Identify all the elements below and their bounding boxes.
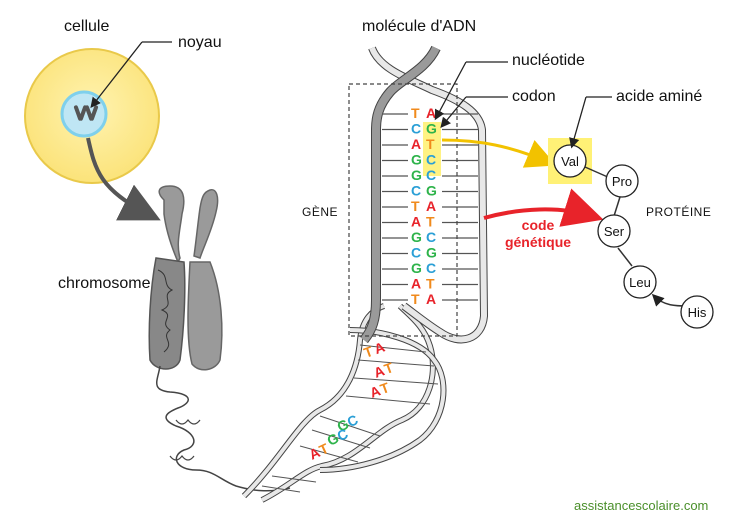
amino-acid-label: acide aminé — [616, 88, 703, 105]
codon-label: codon — [512, 88, 556, 105]
gene-base-right: G — [426, 183, 437, 199]
amino-acid-node — [605, 164, 639, 198]
genetic-code-label: code génétique — [482, 217, 594, 251]
credit-text: assistancescolaire.com — [574, 498, 709, 513]
dna-molecule — [360, 45, 489, 344]
gene-base-left: T — [411, 291, 420, 307]
gene-base-left: G — [411, 260, 422, 276]
gene-base-right: T — [426, 214, 435, 230]
codon-to-amino-arrow — [441, 138, 557, 168]
genetic-code-arrow — [483, 188, 604, 227]
chromatin-thread — [156, 365, 291, 492]
genetic-code-label-line1: code — [521, 217, 555, 233]
gene-base-right: C — [426, 229, 436, 245]
gene-base-left: T — [411, 105, 420, 121]
gene-base-right: A — [426, 291, 436, 307]
amino-acid-leu: Leu — [629, 275, 651, 290]
amino-acid-pro: Pro — [612, 174, 632, 189]
gene-base-left: G — [411, 229, 422, 245]
cell-to-chromosome-arrow — [86, 137, 161, 221]
cell-label: cellule — [64, 18, 110, 35]
protein-label: PROTÉINE — [646, 205, 712, 219]
chromosome — [148, 185, 223, 371]
amino-acid-ser: Ser — [604, 224, 625, 239]
gene-base-left: G — [411, 152, 422, 168]
cell — [24, 48, 160, 184]
dna-molecule-label: molécule d'ADN — [362, 18, 477, 35]
gene-base-right: A — [426, 105, 436, 121]
gene-base-left: A — [411, 214, 421, 230]
gene-base-right: C — [426, 167, 436, 183]
gene-base-right: A — [426, 198, 436, 214]
gene-base-right: C — [426, 260, 436, 276]
gene-base-left: A — [411, 136, 421, 152]
gene-label: GÈNE — [302, 205, 339, 219]
gene-base-right: G — [426, 121, 437, 137]
gene-base-right: C — [426, 152, 436, 168]
gene-box — [348, 83, 458, 337]
codon-highlight — [423, 122, 441, 176]
gene-base-left: G — [411, 167, 422, 183]
amino-acid-val: Val — [561, 154, 579, 169]
gene-base-right: G — [426, 245, 437, 261]
genetic-code-label-line2: génétique — [504, 234, 572, 250]
amino-acid-node — [623, 265, 657, 299]
helix-base-pair: AT — [368, 379, 392, 401]
nucleus-chromosomes-icon — [73, 105, 99, 121]
nucleotide-label: nucléotide — [512, 52, 585, 69]
gene-base-left: C — [411, 121, 421, 137]
gene-base-left: T — [411, 198, 420, 214]
gene-base-right: T — [426, 276, 435, 292]
nucleus-label: noyau — [178, 34, 222, 51]
gene-base-left: C — [411, 183, 421, 199]
gene-base-left: C — [411, 245, 421, 261]
helix-base-pair: TA — [362, 339, 387, 361]
amino-acid-node — [597, 214, 631, 248]
amino-acid-node — [680, 295, 714, 329]
amino-acid-his: His — [688, 305, 707, 320]
gene-base-left: A — [411, 276, 421, 292]
gene-base-right: T — [426, 136, 435, 152]
chromosome-label: chromosome — [58, 275, 151, 292]
helix-base: A — [372, 339, 387, 357]
